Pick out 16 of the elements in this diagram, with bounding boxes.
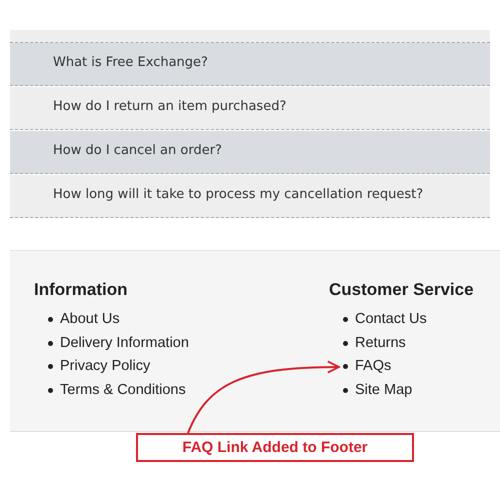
faq-question-row: What is Free Exchange? [10, 43, 490, 86]
footer-link: Contact Us [355, 311, 427, 327]
faq-question-row: How do I cancel an order? [10, 131, 490, 174]
footer-link: Terms & Conditions [60, 382, 186, 398]
footer-heading: Customer Service [329, 280, 474, 300]
footer-link: Delivery Information [60, 335, 189, 351]
faq-question-row: How do I return an item purchased? [10, 87, 490, 130]
footer-link: Site Map [355, 382, 412, 398]
faq-question-row: How long will it take to process my cancellation request? [10, 175, 490, 218]
callout-box: FAQ Link Added to Footer [136, 433, 414, 462]
footer-heading: Information [34, 280, 128, 300]
footer-link: FAQs [355, 358, 392, 374]
footer-link: About Us [60, 311, 120, 327]
arrow [187, 360, 340, 434]
footer-link: Privacy Policy [60, 358, 150, 374]
footer-link: Returns [355, 335, 406, 351]
